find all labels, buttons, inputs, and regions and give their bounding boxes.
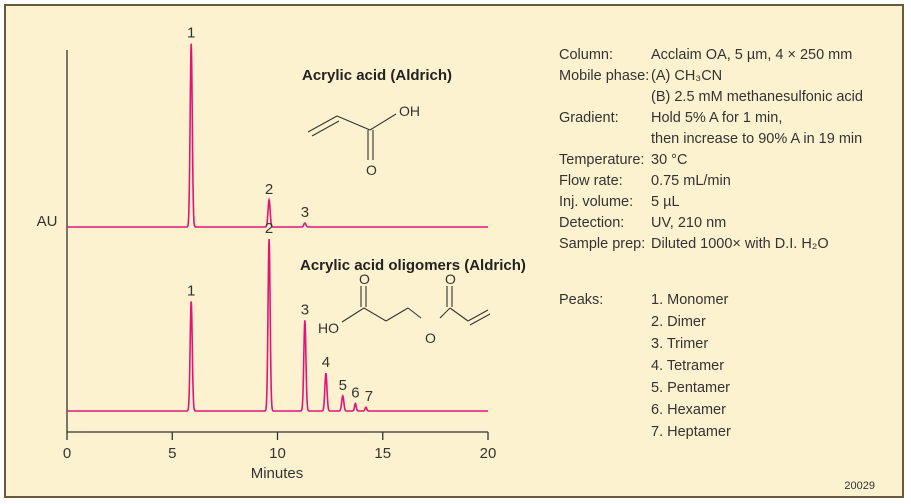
condition-value: 5 µL	[651, 194, 680, 210]
condition-key	[559, 87, 651, 108]
condition-row: then increase to 90% A in 19 min	[559, 129, 863, 150]
condition-value: (A) CH₃CN	[651, 68, 723, 84]
peak-legend-item: 6. Hexamer	[651, 402, 726, 418]
condition-row: Mobile phase:(A) CH₃CN	[559, 66, 863, 87]
condition-key: Column:	[559, 47, 613, 63]
trace-acrylic-acid-oligomers	[67, 238, 488, 412]
x-tick-label: 15	[374, 445, 391, 462]
condition-row: (B) 2.5 mM methanesulfonic acid	[559, 87, 863, 108]
peak-legend-item: 5. Pentamer	[651, 380, 730, 396]
peak-label: 7	[365, 388, 373, 405]
olig-o1-label: O	[359, 271, 370, 287]
peaks-legend: Peaks: 1. Monomer 2. Dimer 3. Trimer 4. Tetr…	[559, 292, 731, 446]
condition-key: Mobile phase:	[559, 68, 650, 84]
peak-legend-row: 7. Heptamer	[559, 424, 731, 446]
figure-frame	[4, 4, 904, 498]
peak-legend-item: 1. Monomer	[651, 292, 729, 308]
peak-label: 2	[265, 181, 273, 198]
condition-key: Inj. volume:	[559, 194, 634, 210]
peak-legend-key	[559, 358, 651, 380]
condition-value: UV, 210 nm	[651, 215, 727, 231]
condition-key: Sample prep:	[559, 236, 646, 252]
peak-label: 2	[265, 220, 273, 237]
peak-label: 1	[187, 25, 195, 42]
condition-row: Temperature: 30 °C	[559, 150, 863, 171]
peak-legend-row: 3. Trimer	[559, 336, 731, 358]
condition-value: then increase to 90% A in 19 min	[651, 131, 863, 147]
condition-row: Detection: UV, 210 nm	[559, 213, 863, 234]
title-acrylic-acid: Acrylic acid (Aldrich)	[302, 67, 452, 84]
peak-label: 3	[301, 301, 309, 318]
peak-legend-key	[559, 424, 651, 446]
condition-key: Detection:	[559, 215, 625, 231]
condition-value: (B) 2.5 mM methanesulfonic acid	[651, 89, 863, 105]
olig-o3-label: O	[445, 271, 456, 287]
condition-key	[559, 129, 651, 150]
peak-legend-row: 5. Pentamer	[559, 380, 731, 402]
condition-value: 0.75 mL/min	[651, 173, 731, 189]
peak-label: 4	[322, 354, 330, 371]
olig-ho-label: HO	[318, 320, 339, 336]
condition-key: Flow rate:	[559, 173, 623, 189]
peak-label: 5	[339, 377, 347, 394]
condition-row: Column: Acclaim OA, 5 µm, 4 × 250 mm	[559, 45, 863, 66]
peak-legend-item: 3. Trimer	[651, 336, 709, 352]
figure-code: 20029	[844, 480, 875, 492]
x-tick-label: 0	[63, 445, 71, 462]
peak-legend-key	[559, 380, 651, 402]
trace-acrylic-acid	[67, 43, 488, 228]
condition-row: Sample prep: Diluted 1000× with D.I. H₂O	[559, 234, 863, 255]
structure-acrylic-acid	[307, 113, 397, 160]
condition-value: 30 °C	[651, 152, 688, 168]
x-tick-label: 5	[168, 445, 176, 462]
structure-oligomer	[341, 286, 491, 326]
peak-legend-row: 2. Dimer	[559, 314, 731, 336]
peak-label: 3	[301, 204, 309, 221]
peak-label: 1	[187, 282, 195, 299]
peak-legend-key	[559, 336, 651, 358]
peak-legend-item: 2. Dimer	[651, 314, 706, 330]
x-axis-label: Minutes	[251, 465, 304, 482]
peak-legend-row: 4. Tetramer	[559, 358, 731, 380]
condition-key: Gradient:	[559, 110, 619, 126]
condition-row: Gradient: Hold 5% A for 1 min,	[559, 108, 863, 129]
olig-o2-label: O	[425, 330, 436, 346]
y-axis-label: AU	[37, 213, 58, 230]
peak-legend-key: Peaks:	[559, 292, 604, 308]
peak-legend-key	[559, 314, 651, 336]
peak-legend-item: 4. Tetramer	[651, 358, 725, 374]
condition-value: Diluted 1000× with D.I. H₂O	[651, 236, 829, 252]
acid-o-label: O	[366, 162, 377, 178]
peak-legend-row: Peaks: 1. Monomer	[559, 292, 731, 314]
peak-legend-item: 7. Heptamer	[651, 424, 731, 440]
x-ticks: 0 5 10 15 20	[63, 432, 497, 462]
peak-legend-row: 6. Hexamer	[559, 402, 731, 424]
condition-key: Temperature:	[559, 152, 645, 168]
condition-row: Inj. volume: 5 µL	[559, 192, 863, 213]
x-tick-label: 10	[269, 445, 286, 462]
peak-label: 6	[351, 384, 359, 401]
title-acrylic-acid-oligomers: Acrylic acid oligomers (Aldrich)	[300, 257, 526, 274]
acid-oh-label: OH	[399, 103, 420, 119]
condition-value: Hold 5% A for 1 min,	[651, 110, 783, 126]
x-tick-label: 20	[480, 445, 497, 462]
peak-legend-key	[559, 402, 651, 424]
condition-value: Acclaim OA, 5 µm, 4 × 250 mm	[651, 47, 853, 63]
condition-row: Flow rate: 0.75 mL/min	[559, 171, 863, 192]
